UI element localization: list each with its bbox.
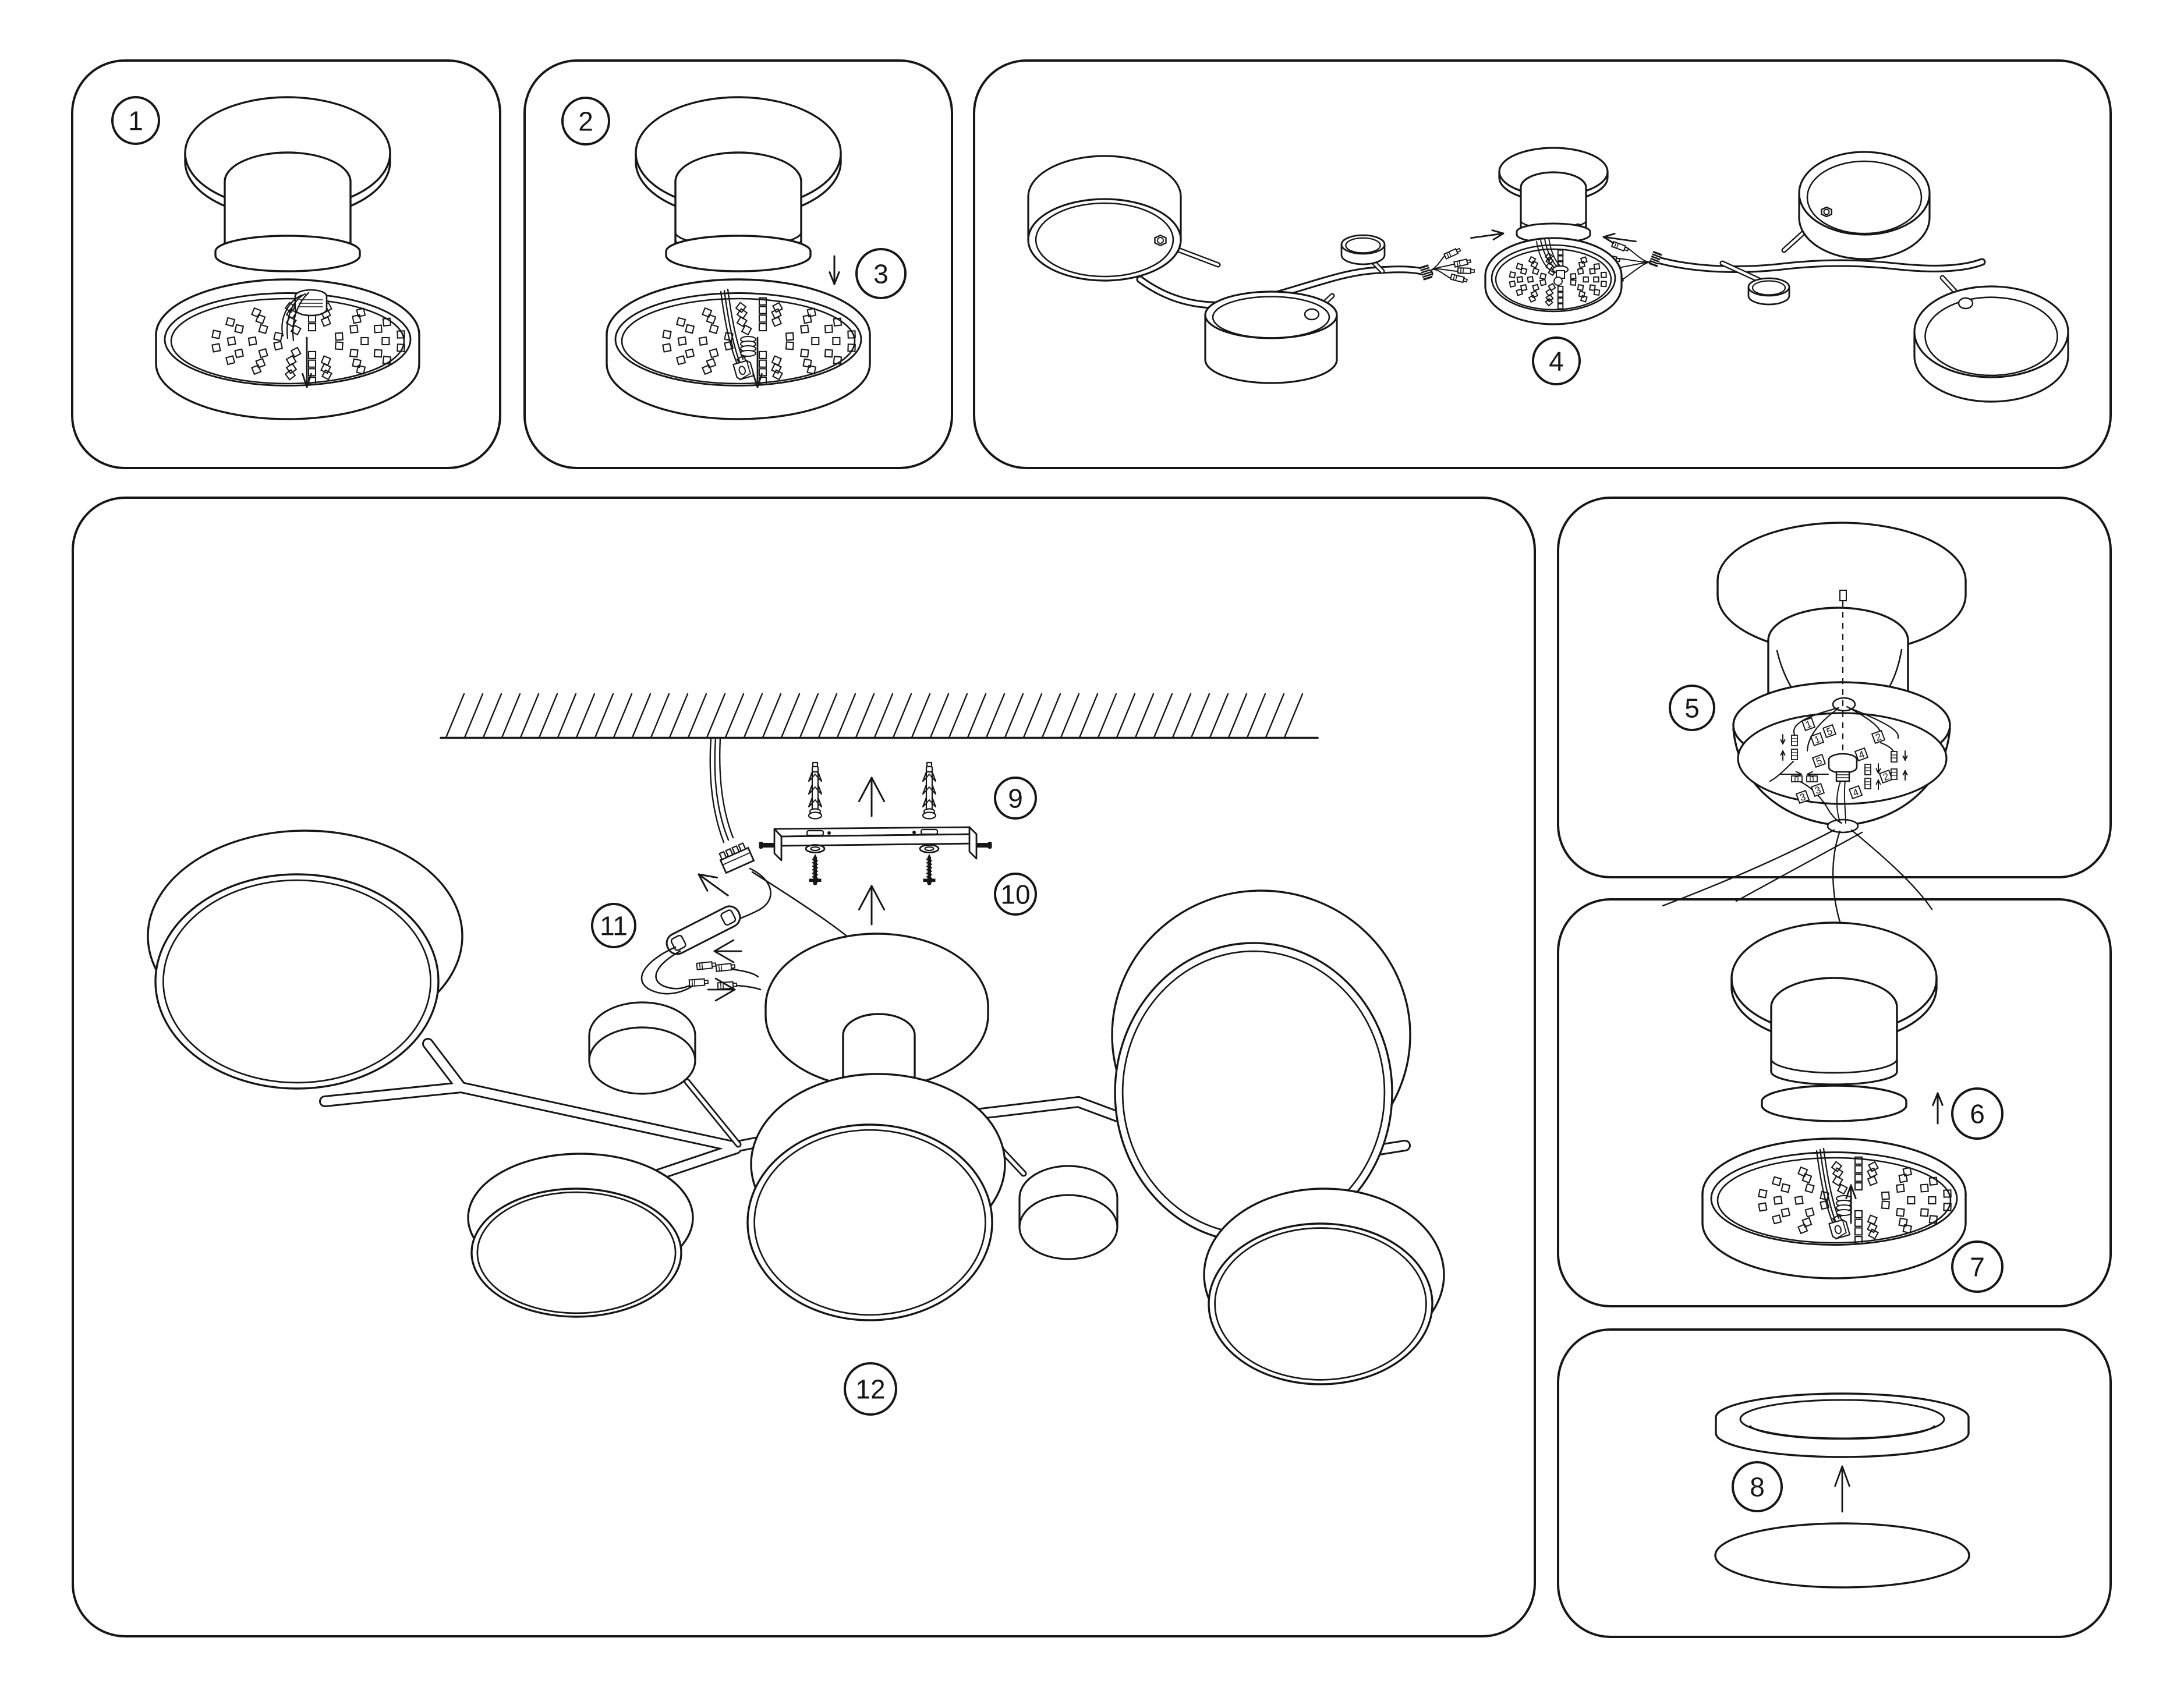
svg-text:2: 2 (578, 107, 593, 137)
svg-text:11: 11 (600, 911, 628, 941)
svg-text:8: 8 (1750, 1472, 1765, 1502)
svg-text:6: 6 (1970, 1099, 1985, 1129)
svg-text:4: 4 (1549, 346, 1564, 377)
svg-text:3: 3 (873, 259, 889, 289)
svg-text:5: 5 (1684, 693, 1700, 724)
svg-text:7: 7 (1970, 1252, 1985, 1282)
svg-text:10: 10 (1000, 880, 1030, 910)
svg-text:9: 9 (1008, 784, 1023, 814)
svg-text:12: 12 (855, 1374, 885, 1405)
svg-text:1: 1 (128, 106, 143, 136)
